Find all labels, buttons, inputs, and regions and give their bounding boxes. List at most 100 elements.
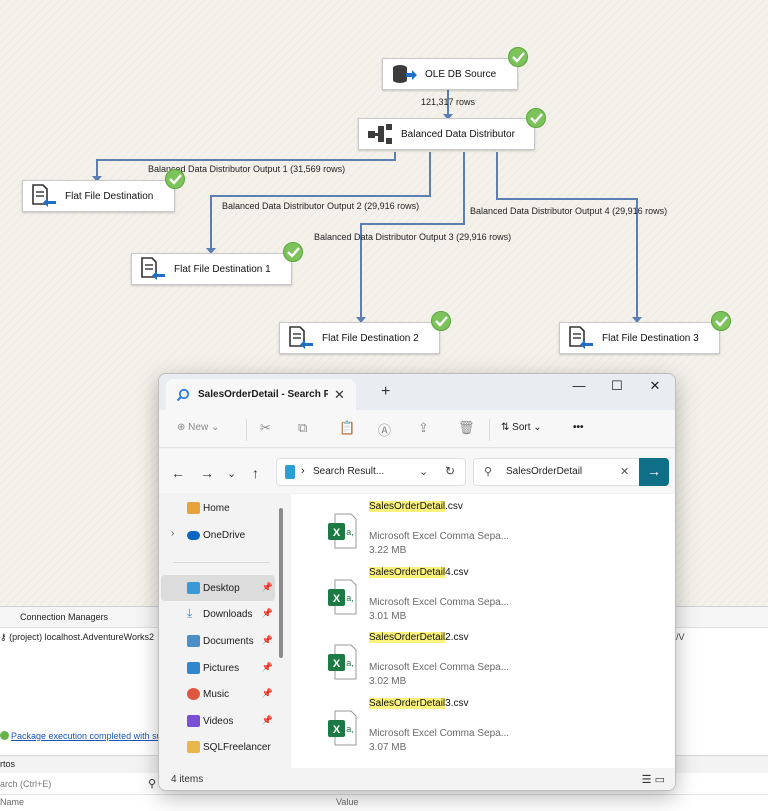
nav-scrollbar[interactable] — [279, 508, 283, 658]
maximize-button[interactable]: ☐ — [611, 378, 623, 393]
properties-column-value: Value — [336, 797, 359, 807]
data-flow-paths — [92, 90, 642, 323]
pin-icon[interactable]: 📌 — [261, 608, 273, 618]
tiles-view-icon[interactable]: ▭ — [654, 774, 665, 786]
success-status-icon — [0, 731, 9, 740]
tab-title: SalesOrderDetail - Search Res — [198, 389, 328, 400]
address-bar[interactable]: › Search Result... ⌄ ↻ — [276, 458, 466, 486]
file-explorer-window[interactable]: SalesOrderDetail - Search Res ✕ + — ☐ ✕ … — [158, 373, 676, 791]
file-name: SalesOrderDetail3.csv — [369, 698, 469, 709]
pin-icon[interactable]: 📌 — [261, 582, 273, 592]
address-dropdown-icon[interactable]: ⌄ — [419, 466, 429, 478]
svg-text:a,: a, — [346, 724, 354, 734]
file-list: X a, SalesOrderDetail.csv Microsoft Exce… — [291, 494, 675, 768]
clear-search-icon[interactable]: ✕ — [620, 466, 630, 478]
videos-icon — [187, 715, 200, 727]
flat-file-destination-1-component[interactable]: Flat File Destination 1 — [131, 253, 292, 285]
toolbar-divider — [489, 419, 490, 441]
title-bar[interactable]: SalesOrderDetail - Search Res ✕ + — ☐ ✕ — [159, 374, 675, 410]
file-type: Microsoft Excel Comma Sepa... — [369, 728, 510, 739]
database-source-icon — [393, 65, 417, 83]
new-label: New — [188, 422, 209, 433]
onedrive-icon — [187, 531, 200, 540]
nav-item-documents[interactable]: Documents 📌 — [161, 628, 275, 654]
command-bar: ⊕ New ⌄ ✂ ⧉ 📋 Ⓐ ⇪ 🗑 ⇅ Sort ⌄ ••• — [159, 410, 675, 448]
nav-item-videos[interactable]: Videos 📌 — [161, 708, 275, 734]
component-label: Flat File Destination 1 — [174, 263, 271, 275]
search-go-button[interactable]: → — [639, 458, 669, 486]
flat-file-icon — [141, 257, 165, 280]
status-bar: 4 items ☰ ▭ — [159, 768, 675, 790]
balanced-data-distributor-component[interactable]: Balanced Data Distributor — [358, 118, 535, 150]
pin-icon[interactable]: 📌 — [261, 635, 273, 645]
nav-label: Music — [203, 688, 230, 700]
sort-button[interactable]: ⇅ Sort ⌄ — [501, 422, 542, 433]
flat-file-icon — [32, 184, 56, 207]
success-check-icon — [508, 47, 528, 67]
success-check-icon — [165, 169, 185, 189]
rename-icon[interactable]: Ⓐ — [378, 423, 392, 438]
ole-db-source-component[interactable]: OLE DB Source — [382, 58, 518, 90]
properties-search-input[interactable]: arch (Ctrl+E) — [0, 779, 52, 789]
nav-item-music[interactable]: Music 📌 — [161, 681, 275, 707]
copy-icon[interactable]: ⧉ — [298, 420, 308, 435]
pin-icon[interactable]: 📌 — [261, 715, 273, 725]
execution-status: Package execution completed with succ — [0, 731, 171, 741]
details-view-icon[interactable]: ☰ — [641, 774, 652, 786]
delete-icon[interactable]: 🗑 — [458, 420, 475, 435]
file-name: SalesOrderDetail4.csv — [369, 567, 469, 578]
more-options-button[interactable]: ••• — [573, 422, 584, 433]
properties-title: rtos — [0, 759, 16, 769]
svg-text:X: X — [333, 527, 341, 539]
explorer-tab[interactable]: SalesOrderDetail - Search Res ✕ — [166, 379, 356, 410]
sort-icon: ⇅ — [501, 422, 513, 433]
svg-text:a,: a, — [346, 593, 354, 603]
forward-arrow-icon[interactable]: → — [200, 465, 214, 481]
home-icon — [187, 502, 200, 514]
expand-chevron-icon[interactable]: › — [171, 528, 175, 539]
search-icon[interactable]: ⚲ — [148, 778, 157, 790]
nav-item-downloads[interactable]: ⤓ Downloads 📌 — [161, 601, 275, 627]
flat-file-destination-2-component[interactable]: Flat File Destination 2 — [279, 322, 440, 354]
refresh-icon[interactable]: ↻ — [445, 464, 456, 478]
minimize-button[interactable]: — — [572, 378, 586, 393]
pictures-icon — [187, 662, 200, 674]
cut-icon[interactable]: ✂ — [260, 420, 271, 435]
paste-icon[interactable]: 📋 — [339, 420, 356, 435]
nav-item-onedrive[interactable]: › OneDrive — [161, 522, 275, 548]
pin-icon[interactable]: 📌 — [261, 662, 273, 672]
file-type: Microsoft Excel Comma Sepa... — [369, 531, 510, 542]
search-box[interactable]: ⚲ SalesOrderDetail ✕ → — [473, 458, 669, 486]
close-tab-icon[interactable]: ✕ — [334, 386, 345, 402]
file-name: SalesOrderDetail2.csv — [369, 632, 469, 643]
execution-status-link[interactable]: Package execution completed with succ — [11, 731, 171, 741]
up-arrow-icon[interactable]: ↑ — [252, 465, 259, 481]
new-tab-button[interactable]: + — [381, 383, 391, 400]
recent-locations-chevron-icon[interactable]: ⌄ — [227, 468, 237, 480]
flat-file-destination-component[interactable]: Flat File Destination — [22, 180, 175, 212]
new-button[interactable]: ⊕ New ⌄ — [177, 422, 220, 433]
path-label-output-1: Balanced Data Distributor Output 1 (31,5… — [148, 164, 346, 174]
excel-csv-icon: X a, — [328, 579, 357, 615]
search-icon: ⚲ — [484, 466, 493, 478]
file-item[interactable]: X a, SalesOrderDetail4.csv Microsoft Exc… — [327, 567, 647, 633]
back-arrow-icon[interactable]: ← — [171, 465, 185, 481]
search-query[interactable]: SalesOrderDetail — [506, 466, 583, 477]
pin-icon[interactable]: 📌 — [261, 688, 273, 698]
nav-item-desktop[interactable]: Desktop 📌 — [161, 575, 275, 601]
file-item[interactable]: X a, SalesOrderDetail2.csv Microsoft Exc… — [327, 632, 647, 698]
nav-item-pictures[interactable]: Pictures 📌 — [161, 655, 275, 681]
row-count-label: 121,317 rows — [421, 97, 476, 107]
nav-item-sqlfreelancer[interactable]: SQLFreelancer — [161, 734, 275, 760]
share-icon[interactable]: ⇪ — [418, 420, 429, 435]
flat-file-destination-3-component[interactable]: Flat File Destination 3 — [559, 322, 720, 354]
close-window-button[interactable]: ✕ — [649, 378, 661, 393]
file-item[interactable]: X a, SalesOrderDetail.csv Microsoft Exce… — [327, 501, 647, 567]
file-item[interactable]: X a, SalesOrderDetail3.csv Microsoft Exc… — [327, 698, 647, 764]
path-label-output-2: Balanced Data Distributor Output 2 (29,9… — [222, 201, 420, 211]
data-flow-canvas[interactable]: OLE DB Source 121,317 rows Balanced Data… — [0, 0, 768, 606]
connection-manager-item[interactable]: ⚷ (project) localhost.AdventureWorks2 — [0, 632, 154, 643]
view-toggle[interactable]: ☰ ▭ — [642, 773, 665, 786]
file-size: 3.01 MB — [369, 611, 407, 622]
nav-item-home[interactable]: Home — [161, 495, 275, 521]
